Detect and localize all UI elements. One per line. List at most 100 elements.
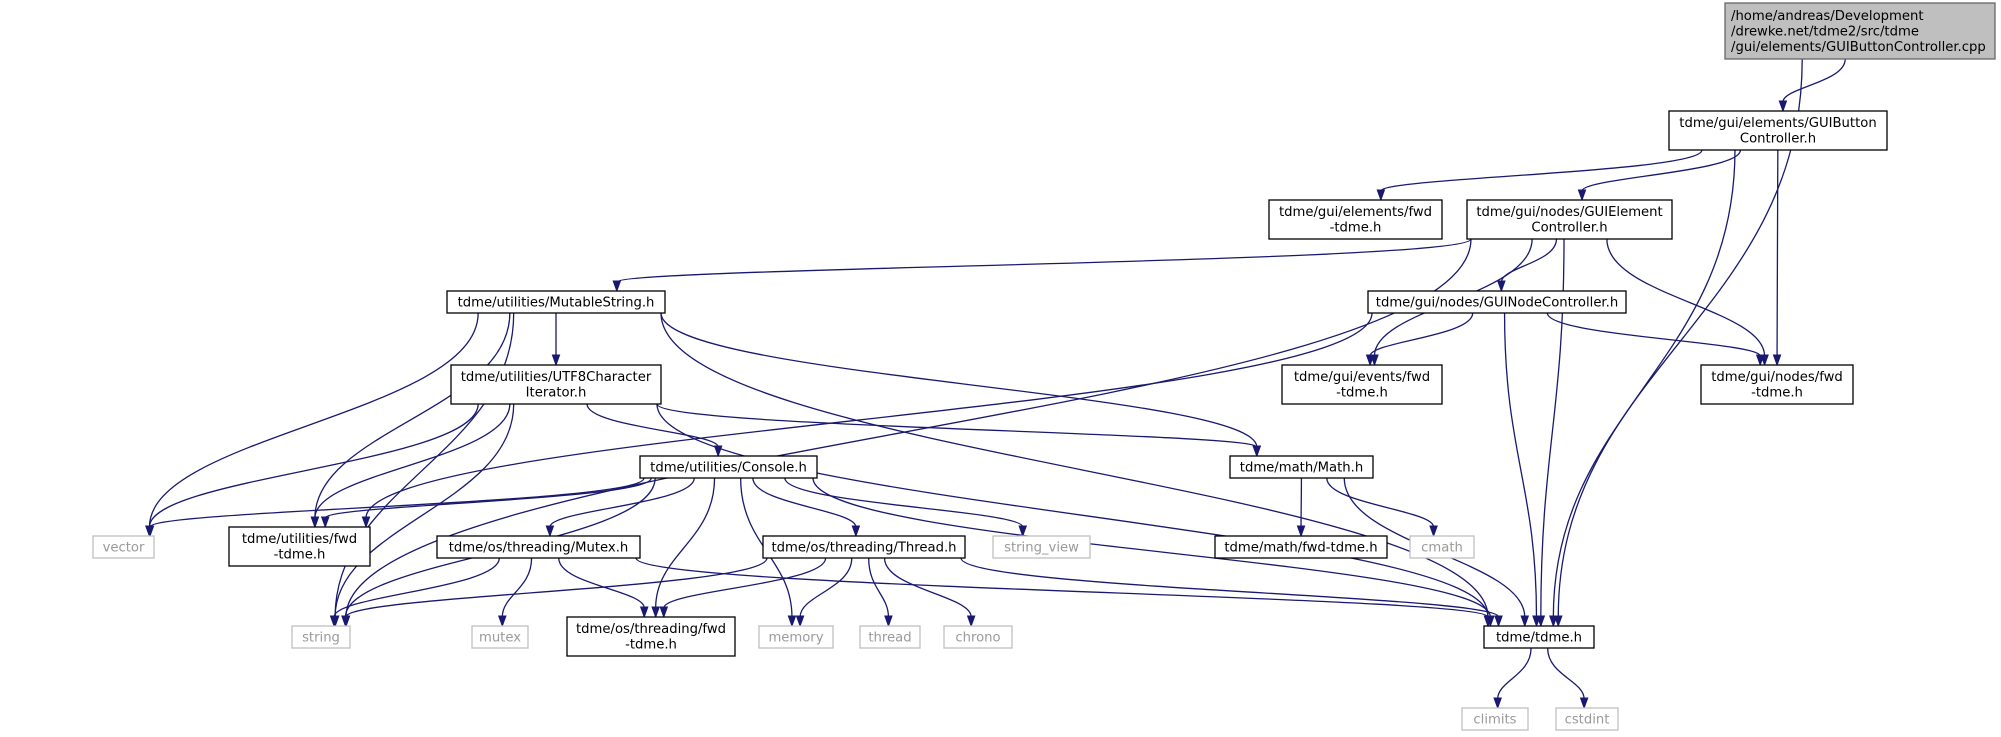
node-memory: memory — [758, 625, 834, 649]
node-label-gui_events_fwd-line-1: -tdme.h — [1336, 386, 1388, 401]
node-label-tdme_h-line-0: tdme/tdme.h — [1496, 630, 1582, 645]
node-gui_nodes_fwd[interactable]: tdme/gui/nodes/fwd-tdme.h — [1700, 364, 1854, 405]
node-label-console_h-line-0: tdme/utilities/Console.h — [650, 460, 807, 475]
node-label-root-line-2: /gui/elements/GUIButtonController.cpp — [1731, 40, 1986, 55]
edge-mutablestring_h-to-tdme_h — [660, 312, 1489, 618]
edge-utf8_h-to-tdme_h — [656, 403, 1489, 618]
node-gui_elements_fwd[interactable]: tdme/gui/elements/fwd-tdme.h — [1268, 199, 1443, 240]
node-box-mutex_h — [436, 535, 641, 559]
node-box-math_h — [1229, 455, 1374, 479]
node-label-string-line-0: string — [302, 630, 340, 645]
node-label-gui_elements_fwd-line-0: tdme/gui/elements/fwd — [1279, 205, 1432, 220]
node-box-gui_elements_fwd — [1268, 199, 1443, 240]
node-box-chrono — [943, 625, 1013, 649]
node-cstdint: cstdint — [1555, 707, 1619, 731]
edge-utf8_h-to-math_h — [656, 403, 1258, 448]
arrowhead-guinodecontroller_h-to-tdme_h — [1532, 615, 1541, 628]
node-guinodecontroller_h[interactable]: tdme/gui/nodes/GUINodeController.h — [1367, 290, 1627, 314]
arrowhead-guielementcontroller_h-to-guinodecontroller_h — [1497, 280, 1506, 293]
arrowhead-guinodecontroller_h-to-utilities_fwd — [361, 516, 371, 529]
arrowhead-guibuttoncontroller_h-to-guielementcontroller_h — [1577, 189, 1587, 202]
arrowhead-mutex_h-to-tdme_h — [1483, 615, 1493, 628]
edge-utf8_h-to-utilities_fwd — [314, 403, 511, 519]
edge-guibuttoncontroller_h-to-guielementcontroller_h — [1581, 149, 1742, 192]
node-threading_fwd[interactable]: tdme/os/threading/fwd-tdme.h — [566, 616, 736, 657]
edge-console_h-to-tdme_h — [812, 477, 1492, 618]
node-math_h[interactable]: tdme/math/Math.h — [1229, 455, 1374, 479]
node-box-guinodecontroller_h — [1367, 290, 1627, 314]
arrowhead-console_h-to-utilities_fwd — [320, 516, 330, 529]
node-box-cstdint — [1555, 707, 1619, 731]
node-gui_events_fwd[interactable]: tdme/gui/events/fwd-tdme.h — [1281, 364, 1443, 405]
edge-console_h-to-string_view — [784, 477, 1024, 528]
node-mutex_h[interactable]: tdme/os/threading/Mutex.h — [436, 535, 641, 559]
edge-guinodecontroller_h-to-tdme_h — [1503, 312, 1538, 618]
node-cmath: cmath — [1409, 535, 1475, 559]
edge-mutablestring_h-to-utilities_fwd — [314, 312, 511, 519]
node-label-string_view-line-0: string_view — [1004, 540, 1079, 555]
node-label-memory-line-0: memory — [768, 630, 823, 645]
edge-thread_h-to-thread — [868, 557, 890, 618]
arrowhead-utf8_h-to-utilities_fwd — [310, 516, 320, 529]
edge-tdme_h-to-cstdint — [1546, 647, 1585, 700]
edge-mutex_h-to-tdme_h — [635, 557, 1489, 618]
node-root[interactable]: /home/andreas/Development/drewke.net/tdm… — [1724, 2, 1996, 60]
arrowhead-mutex_h-to-mutex — [497, 615, 507, 628]
node-box-console_h — [639, 455, 818, 479]
node-climits: climits — [1461, 707, 1529, 731]
node-label-gui_elements_fwd-line-1: -tdme.h — [1330, 221, 1382, 236]
node-label-chrono-line-0: chrono — [955, 630, 1000, 645]
node-label-vector-line-0: vector — [103, 540, 145, 555]
node-label-root-line-1: /drewke.net/tdme2/src/tdme — [1731, 24, 1919, 39]
arrowhead-console_h-to-memory — [787, 615, 797, 628]
edges-layer — [145, 58, 1846, 710]
edge-console_h-to-thread_h — [752, 477, 857, 528]
arrowhead-thread_h-to-tdme_h — [1494, 615, 1503, 628]
arrowhead-mutex_h-to-string — [329, 615, 339, 628]
edge-console_h-to-threading_fwd — [655, 477, 716, 609]
node-string_view: string_view — [992, 535, 1091, 559]
node-thread_h[interactable]: tdme/os/threading/Thread.h — [762, 535, 966, 559]
node-box-mutablestring_h — [446, 290, 666, 314]
arrowhead-tdme_h-to-climits — [1493, 697, 1502, 710]
edge-guinodecontroller_h-to-gui_events_fwd — [1369, 312, 1474, 357]
arrowhead-console_h-to-string_view — [1018, 525, 1028, 538]
edge-mutablestring_h-to-math_h — [660, 312, 1258, 448]
node-label-utilities_fwd-line-1: -tdme.h — [274, 548, 326, 563]
node-box-memory — [758, 625, 834, 649]
arrowhead-guinodecontroller_h-to-gui_events_fwd — [1365, 354, 1375, 367]
node-console_h[interactable]: tdme/utilities/Console.h — [639, 455, 818, 479]
node-box-thread — [859, 625, 921, 649]
node-tdme_h[interactable]: tdme/tdme.h — [1483, 625, 1595, 649]
arrowhead-console_h-to-vector — [145, 525, 155, 538]
nodes-layer: /home/andreas/Development/drewke.net/tdm… — [92, 2, 1996, 731]
node-label-gui_nodes_fwd-line-0: tdme/gui/nodes/fwd — [1711, 370, 1843, 385]
edge-utf8_h-to-vector — [148, 403, 479, 528]
node-mutablestring_h[interactable]: tdme/utilities/MutableString.h — [446, 290, 666, 314]
node-label-cmath-line-0: cmath — [1421, 540, 1463, 555]
node-label-mutex_h-line-0: tdme/os/threading/Mutex.h — [449, 540, 629, 555]
node-utilities_fwd[interactable]: tdme/utilities/fwd-tdme.h — [228, 526, 371, 567]
node-box-climits — [1461, 707, 1529, 731]
node-guibuttoncontroller_h[interactable]: tdme/gui/elements/GUIButtonController.h — [1668, 110, 1888, 151]
arrowhead-thread_h-to-memory — [795, 615, 805, 628]
arrowhead-thread_h-to-thread — [884, 615, 893, 628]
edge-tdme_h-to-climits — [1496, 647, 1532, 700]
node-math_fwd[interactable]: tdme/math/fwd-tdme.h — [1214, 535, 1388, 559]
node-label-mutex-line-0: mutex — [479, 630, 521, 645]
node-box-vector — [92, 535, 155, 559]
edge-root-to-guibuttoncontroller_h — [1782, 58, 1846, 103]
arrowhead-console_h-to-threading_fwd — [651, 606, 660, 619]
edge-mutex_h-to-string — [333, 557, 500, 618]
edge-console_h-to-vector — [149, 477, 645, 528]
node-box-utilities_fwd — [228, 526, 371, 567]
edge-guibuttoncontroller_h-to-tdme_h — [1552, 149, 1736, 618]
node-label-guinodecontroller_h-line-0: tdme/gui/nodes/GUINodeController.h — [1376, 295, 1618, 310]
node-label-guielementcontroller_h-line-0: tdme/gui/nodes/GUIElement — [1476, 205, 1662, 220]
edge-mutex_h-to-mutex — [501, 557, 533, 618]
node-box-string — [291, 625, 351, 649]
edge-console_h-to-mutex_h — [549, 477, 695, 528]
arrowhead-console_h-to-mutex_h — [545, 525, 555, 538]
